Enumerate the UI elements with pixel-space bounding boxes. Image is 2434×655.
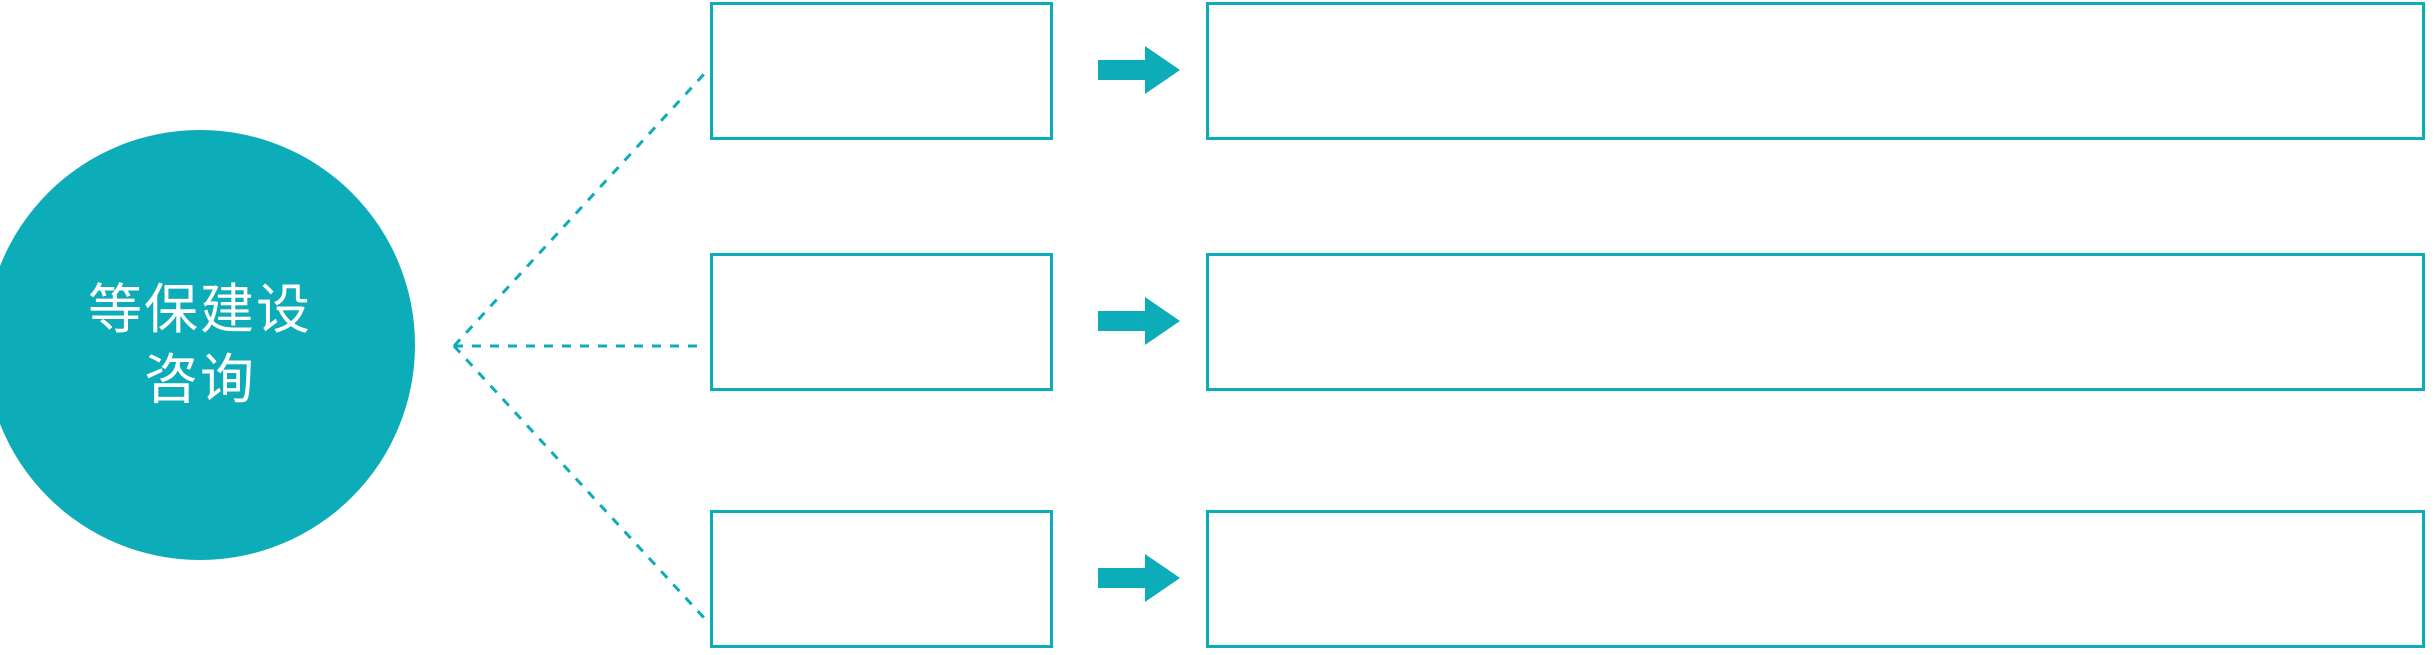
stage-box-small[interactable] [710,510,1053,648]
flow-row [0,0,2434,145]
flow-row [0,508,2434,653]
hub-label-line-1: 等保建设 [88,279,312,340]
stage-box-small[interactable] [710,2,1053,140]
flow-row [0,251,2434,396]
arrow-right-icon [1098,552,1180,604]
stage-box-large[interactable] [1206,510,2425,648]
stage-box-large[interactable] [1206,2,2425,140]
stage-box-small[interactable] [710,253,1053,391]
stage-box-large[interactable] [1206,253,2425,391]
hub-circle[interactable]: 等保建设 咨询 [0,130,415,560]
arrow-right-icon [1098,44,1180,96]
arrow-right-icon [1098,295,1180,347]
hub-label-line-2: 咨询 [144,350,256,410]
